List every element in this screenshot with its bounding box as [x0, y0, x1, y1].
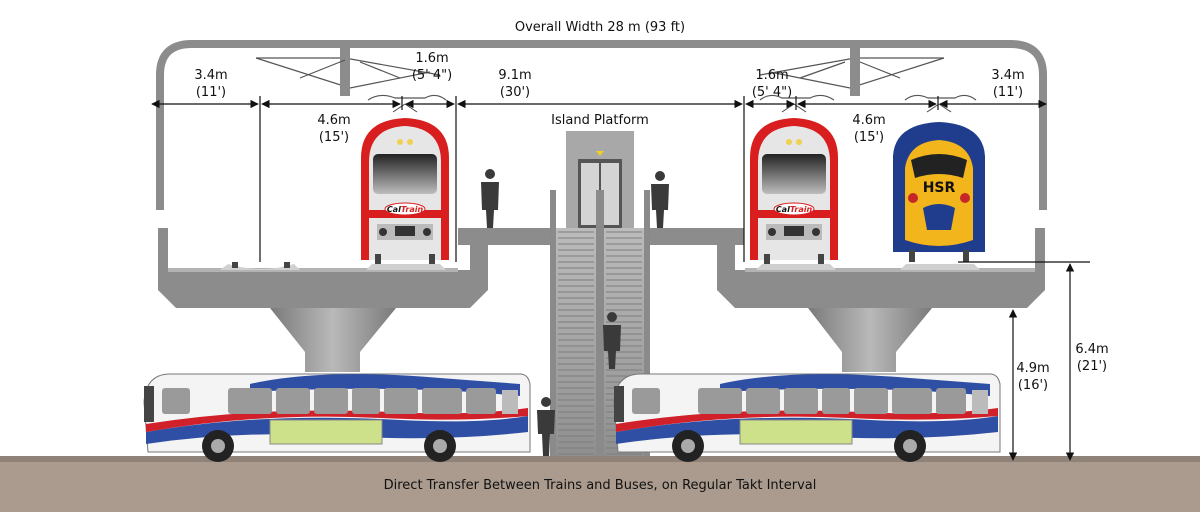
- left-gap-ft: (5' 4"): [412, 68, 452, 83]
- deck-height-m: 6.4m: [1075, 342, 1108, 357]
- left-outer-ft: (11'): [196, 85, 226, 100]
- bus-right: [613, 373, 1001, 462]
- caltrain-logo-left: CalTrain: [387, 205, 424, 214]
- hsr-train: HSR: [893, 103, 985, 262]
- rails-left: [220, 262, 446, 270]
- catenary-left: [255, 48, 447, 101]
- platform-width-ft: (30'): [500, 85, 530, 100]
- catenary-right: [759, 48, 977, 101]
- caltrain-left: CalTrain: [361, 103, 449, 264]
- hsr-label: HSR: [923, 180, 956, 196]
- left-track-ft: (15'): [319, 130, 349, 145]
- person-silhouettes: [481, 169, 669, 456]
- caption: Direct Transfer Between Trains and Buses…: [384, 478, 817, 493]
- right-gap-m: 1.6m: [755, 68, 788, 83]
- bus-left: [143, 373, 531, 462]
- caltrain-logo-right: CalTrain: [776, 205, 813, 214]
- right-track-ft: (15'): [854, 130, 884, 145]
- caltrain-right: CalTrain: [750, 103, 838, 264]
- right-outer-ft: (11'): [993, 85, 1023, 100]
- clearance-ft: (16'): [1018, 378, 1048, 393]
- left-outer-m: 3.4m: [194, 68, 227, 83]
- overall-width-title: Overall Width 28 m (93 ft): [515, 20, 685, 35]
- left-gap-m: 1.6m: [415, 51, 448, 66]
- rails-right: [756, 264, 980, 270]
- left-viaduct: [158, 228, 555, 372]
- left-track-m: 4.6m: [317, 113, 350, 128]
- right-viaduct: [648, 228, 1045, 372]
- right-track-m: 4.6m: [852, 113, 885, 128]
- island-platform-label: Island Platform: [551, 113, 649, 128]
- ground: [0, 458, 1200, 512]
- clearance-m: 4.9m: [1016, 361, 1049, 376]
- right-gap-ft: (5' 4"): [752, 85, 792, 100]
- deck-height-ft: (21'): [1077, 359, 1107, 374]
- right-outer-m: 3.4m: [991, 68, 1024, 83]
- platform-width-m: 9.1m: [498, 68, 531, 83]
- roof-canopy: [156, 40, 1047, 210]
- dimension-lines: [151, 96, 1090, 461]
